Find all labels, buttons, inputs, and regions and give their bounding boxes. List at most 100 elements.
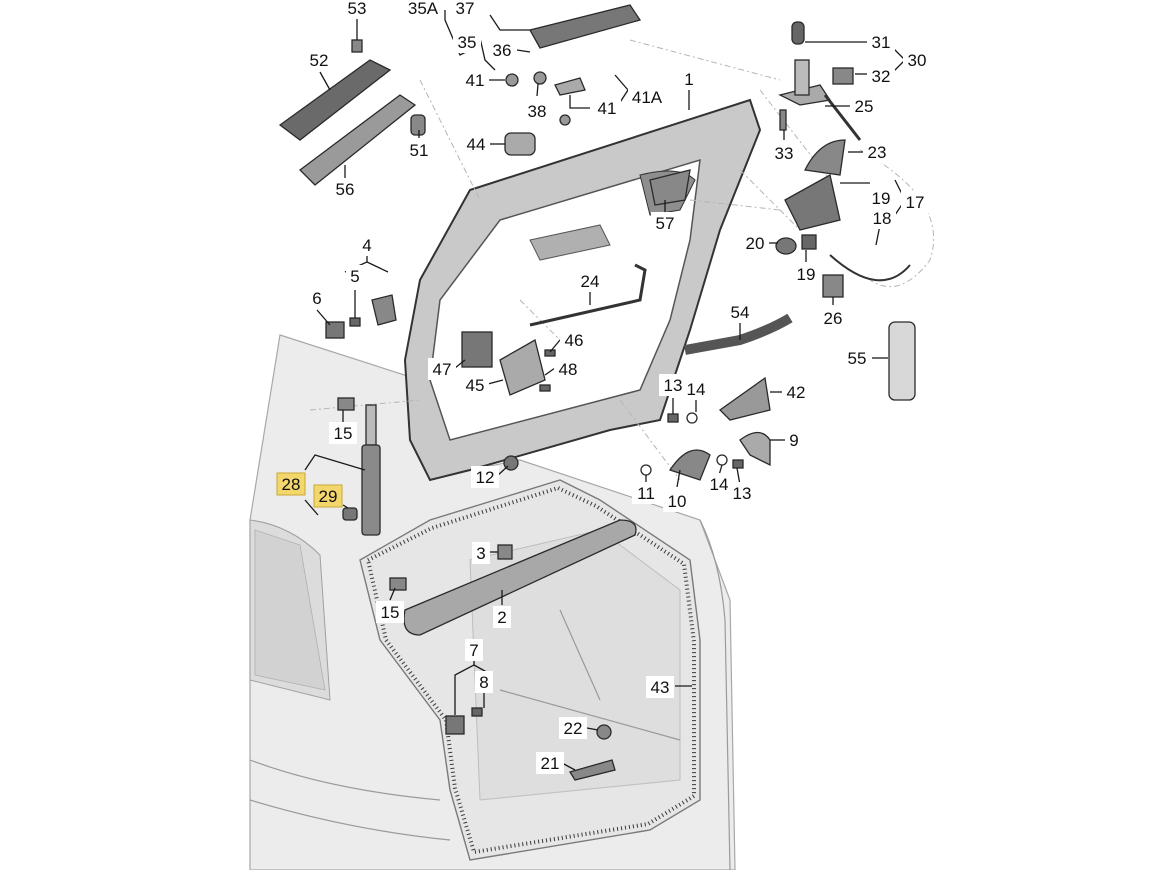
part-number: 7 bbox=[469, 641, 478, 660]
ball-stud-15b bbox=[389, 577, 407, 591]
part-number: 17 bbox=[906, 193, 925, 212]
trim-2 bbox=[403, 519, 637, 636]
part-number: 55 bbox=[848, 349, 867, 368]
part-number: 36 bbox=[493, 41, 512, 60]
part-label-p1: 1 bbox=[680, 68, 698, 90]
part-label-box bbox=[680, 68, 698, 90]
part-label-box bbox=[867, 31, 895, 53]
part-label-p41a: 41A bbox=[628, 86, 666, 108]
part-number: 33 bbox=[775, 144, 794, 163]
part-label-p57: 57 bbox=[651, 212, 679, 234]
part-label-box bbox=[404, 0, 442, 19]
part-number: 24 bbox=[581, 272, 600, 291]
part-label-p47: 47 bbox=[428, 358, 456, 380]
part-label-box bbox=[728, 482, 756, 504]
parts bbox=[278, 4, 916, 781]
nut-22 bbox=[596, 724, 612, 740]
part-number: 13 bbox=[733, 484, 752, 503]
part-label-p46: 46 bbox=[560, 329, 588, 351]
part-label-p41: 41 bbox=[461, 69, 489, 91]
part-label-p43: 43 bbox=[646, 676, 674, 698]
part-number: 45 bbox=[466, 376, 485, 395]
bolt-5 bbox=[349, 317, 361, 327]
pad-57 bbox=[649, 169, 691, 206]
trim-42 bbox=[718, 376, 771, 421]
part-number: 26 bbox=[824, 309, 843, 328]
part-label-p18: 18 bbox=[868, 207, 896, 229]
part-label-box bbox=[659, 374, 687, 396]
ball-stud-15 bbox=[337, 397, 355, 411]
part-number: 53 bbox=[348, 0, 367, 18]
part-label-box bbox=[313, 484, 343, 508]
part-number: 18 bbox=[873, 209, 892, 228]
bracket-19b bbox=[801, 234, 817, 250]
part-number: 4 bbox=[362, 236, 371, 255]
part-label-p11: 11 bbox=[632, 482, 660, 504]
part-number: 2 bbox=[497, 608, 506, 627]
part-label-p20: 20 bbox=[741, 232, 769, 254]
part-number: 41A bbox=[632, 88, 663, 107]
screw-53 bbox=[351, 39, 363, 53]
part-label-box bbox=[329, 422, 357, 444]
part-number: 10 bbox=[668, 492, 687, 511]
rod-25 bbox=[823, 94, 862, 141]
part-label-box bbox=[867, 65, 895, 87]
part-label-box bbox=[428, 358, 456, 380]
part-label-p31: 31 bbox=[867, 31, 895, 53]
part-label-p35a: 35A bbox=[404, 0, 442, 19]
part-label-p3: 3 bbox=[472, 542, 490, 564]
part-number: 12 bbox=[476, 468, 495, 487]
part-label-p51: 51 bbox=[405, 139, 433, 161]
part-label-p13: 13 bbox=[659, 374, 687, 396]
clip-3 bbox=[497, 544, 513, 560]
part-number: 11 bbox=[637, 484, 655, 503]
part-label-box bbox=[305, 49, 333, 71]
part-label-box bbox=[471, 466, 499, 488]
part-label-p7: 7 bbox=[465, 639, 483, 661]
part-label-box bbox=[867, 187, 895, 209]
part-label-box bbox=[593, 97, 621, 119]
part-number: 38 bbox=[528, 102, 547, 121]
part-number: 31 bbox=[872, 33, 891, 52]
key-31 bbox=[791, 21, 805, 45]
part-label-p17: 17 bbox=[901, 191, 929, 213]
part-label-p37: 37 bbox=[451, 0, 479, 19]
part-number: 9 bbox=[789, 431, 798, 450]
part-number: 28 bbox=[282, 475, 301, 494]
part-label-p9: 9 bbox=[785, 429, 803, 451]
pad-44 bbox=[504, 132, 536, 156]
rod-24 bbox=[529, 263, 647, 327]
part-label-p25: 25 bbox=[850, 95, 878, 117]
part-label-box bbox=[308, 287, 326, 309]
part-label-box bbox=[792, 263, 820, 285]
part-label-p32: 32 bbox=[867, 65, 895, 87]
part-label-box bbox=[682, 378, 710, 400]
part-label-p4: 4 bbox=[358, 234, 376, 256]
part-label-box bbox=[331, 178, 359, 200]
part-number: 25 bbox=[855, 97, 874, 116]
part-label-box bbox=[863, 141, 891, 163]
part-label-box bbox=[782, 381, 810, 403]
part-label-p13b: 13 bbox=[728, 482, 756, 504]
hinge-4 bbox=[371, 294, 397, 326]
part-label-p10: 10 bbox=[663, 490, 691, 512]
part-label-box bbox=[346, 265, 364, 287]
part-label-box bbox=[343, 0, 371, 19]
part-label-box bbox=[850, 95, 878, 117]
gas-strut-28 bbox=[361, 444, 381, 536]
part-label-p15b: 15 bbox=[376, 601, 404, 623]
part-label-box bbox=[726, 301, 754, 323]
part-label-box bbox=[376, 601, 404, 623]
part-label-p45: 45 bbox=[461, 374, 489, 396]
part-number: 30 bbox=[908, 51, 927, 70]
part-label-box bbox=[903, 49, 931, 71]
part-number: 21 bbox=[541, 754, 560, 773]
part-label-box bbox=[901, 191, 929, 213]
part-label-p41b: 41 bbox=[593, 97, 621, 119]
part-number: 5 bbox=[350, 267, 359, 286]
spray-can-55 bbox=[888, 321, 916, 401]
part-label-p30: 30 bbox=[903, 49, 931, 71]
part-number: 35 bbox=[458, 33, 477, 52]
part-label-p12: 12 bbox=[471, 466, 499, 488]
